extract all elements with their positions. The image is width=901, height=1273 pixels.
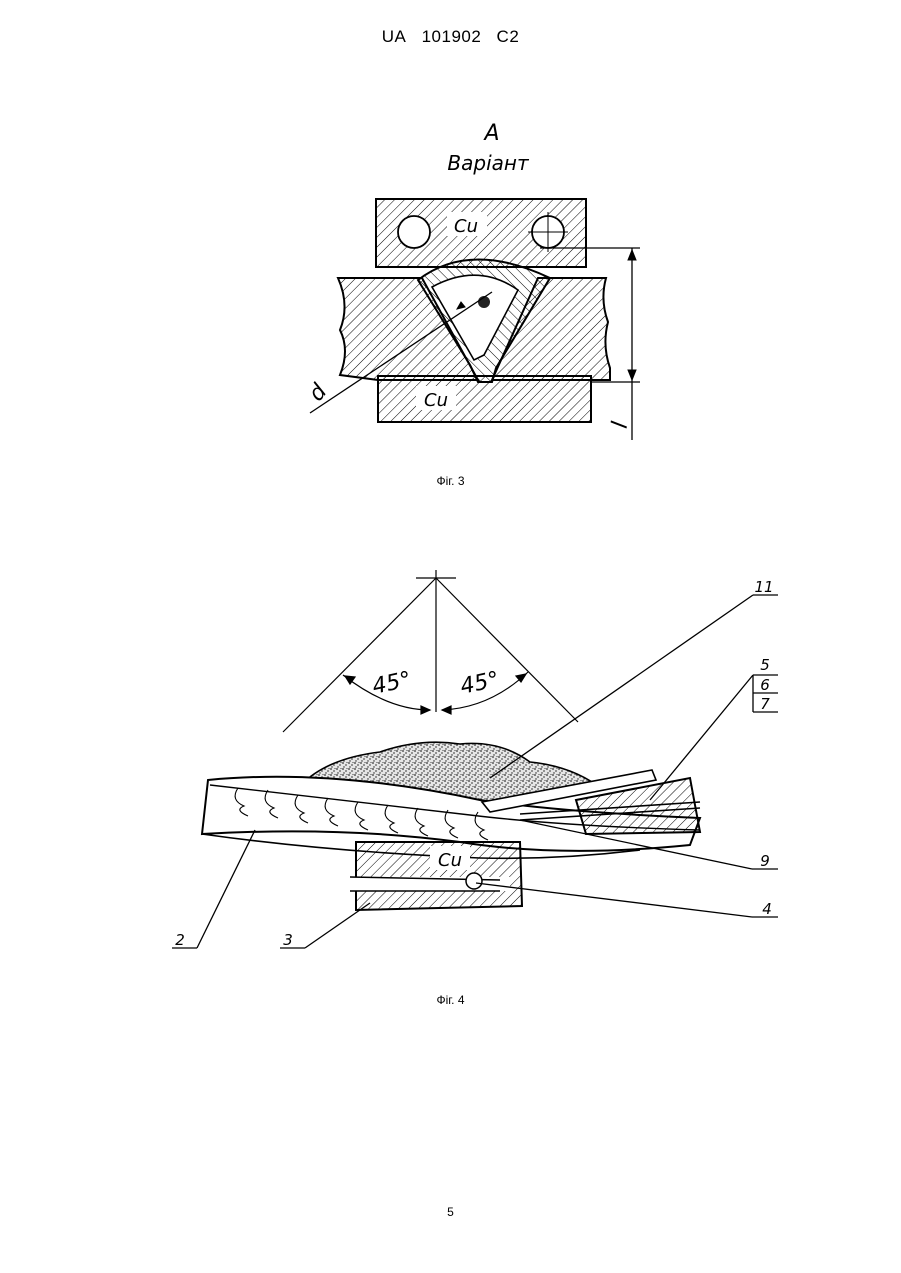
material-top-label: Cu [454,216,478,237]
top-copper-block: Cu [376,199,586,267]
variant-label: Варіант [447,151,530,175]
ref-11: 11 [754,578,773,596]
figure-3: A Варіант Cu Cu [304,121,640,440]
shoe-cooling-channel [466,873,482,889]
figure-4-caption: Фіг. 4 [0,993,901,1007]
dimension-l-label: l [608,420,634,430]
ref-3: 3 [283,931,293,949]
material-shoe-label: Cu [438,850,462,871]
angle-left-label: 45° [370,667,413,700]
view-label: A [482,121,499,146]
material-bottom-label: Cu [424,390,448,411]
bottom-copper-block: Cu [378,376,591,422]
ref-4: 4 [762,900,772,918]
ref-9: 9 [760,852,770,870]
ref-2: 2 [175,931,185,949]
angle-construction [283,570,578,732]
figure-4: 45° 45° [172,570,778,949]
figure-3-caption: Фіг. 3 [0,474,901,488]
dimension-d-label: d [304,379,333,407]
ref-7: 7 [760,695,770,713]
cooling-channel-left [398,216,430,248]
ref-6: 6 [760,676,770,694]
angle-right-label: 45° [458,667,501,700]
ref-5: 5 [760,656,770,674]
page-number: 5 [0,1205,901,1219]
copper-shoe: Cu [350,842,522,910]
